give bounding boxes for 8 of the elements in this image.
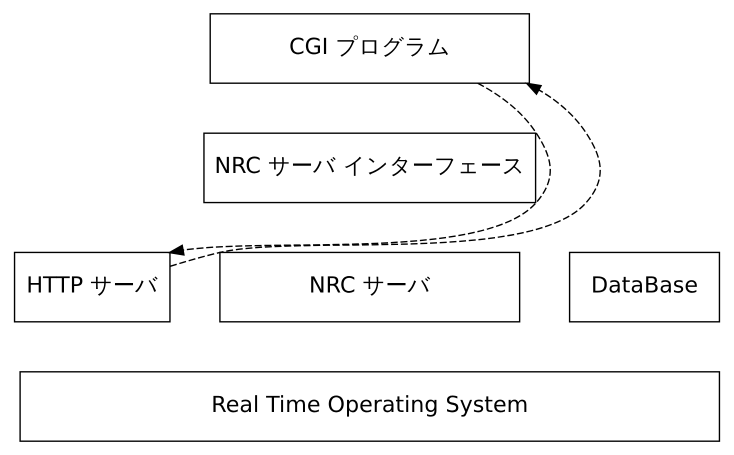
node-box: NRC サーバ	[219, 252, 520, 323]
node-box: DataBase	[568, 252, 720, 323]
arrow	[167, 82, 551, 256]
node-box: HTTP サーバ	[14, 252, 171, 323]
node-box: Real Time Operating System	[19, 371, 720, 442]
arrow	[170, 82, 601, 267]
node-box: NRC サーバ インターフェース	[203, 132, 536, 204]
node-box: CGI プログラム	[210, 13, 530, 84]
